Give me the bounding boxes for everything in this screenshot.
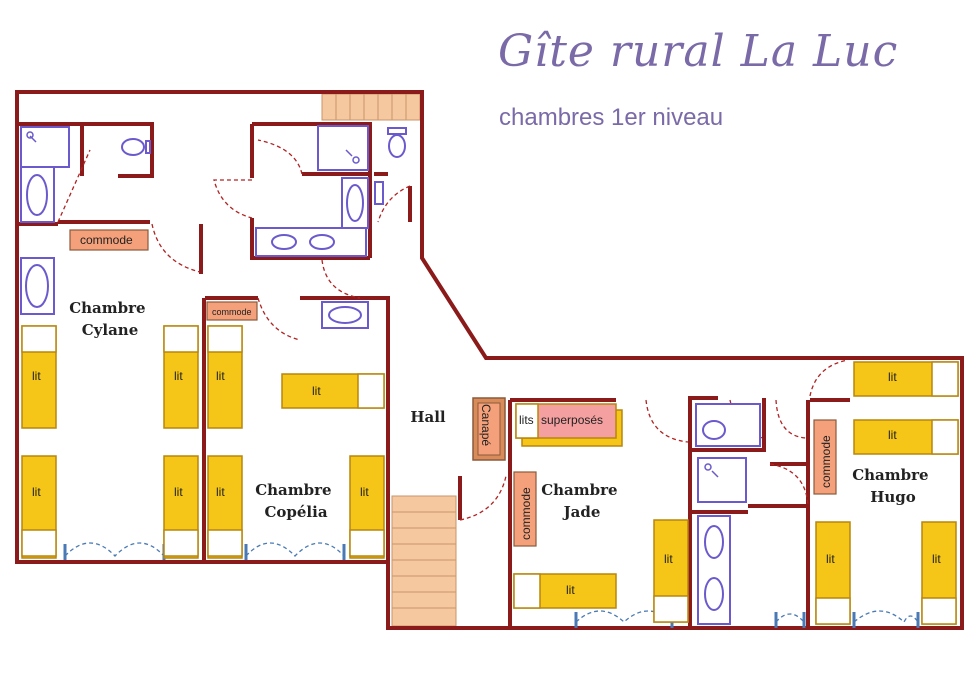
interior-walls [17,122,850,628]
commode-hugo: commode [813,419,837,495]
svg-text:lits superposés: lits superposés [519,413,603,427]
staircase-top [321,93,421,121]
bed-copelia-1: lit [207,325,243,429]
svg-text:commode: commode [519,487,533,540]
commode-copelia: commode [206,301,258,321]
svg-text:lit: lit [566,583,575,597]
room-names: Chambre Cylane Chambre Copélia Hall Cham… [69,299,934,521]
bed-cylane-3: lit [163,325,199,429]
room-name-hugo: Chambre Hugo [852,466,934,506]
svg-text:lit: lit [174,485,183,499]
doors [57,139,849,521]
bed-jade-3: lit [653,519,689,623]
room-name-cylane: Chambre Cylane [69,299,151,339]
sofa-hall: Canapé [472,397,506,461]
room-name-hall: Hall [410,408,446,426]
svg-text:lit: lit [216,369,225,383]
svg-text:lit: lit [32,485,41,499]
bed-copelia-2: lit [207,455,243,559]
svg-text:lit: lit [826,552,835,566]
dressers: commode commode commode commode [69,229,837,547]
bed-copelia-3: lit [281,373,385,409]
outer-wall [15,90,964,630]
svg-text:lit: lit [216,485,225,499]
bed-hugo-1: lit [853,361,959,397]
room-name-jade: Chambre Jade [541,481,623,521]
svg-text:Canapé: Canapé [479,404,493,446]
svg-text:commode: commode [819,435,833,488]
bed-copelia-4: lit [349,455,385,559]
bed-cylane-2: lit [21,455,57,559]
svg-text:lit: lit [664,552,673,566]
beds: lit lit lit lit lit [21,325,959,625]
bunk-bed-jade: lits superposés [515,403,623,447]
bathroom-fixtures [20,125,761,625]
bed-hugo-3: lit [815,521,851,625]
svg-text:lit: lit [32,369,41,383]
commode-jade: commode [513,471,537,547]
svg-text:commode: commode [212,307,252,317]
room-name-copelia: Chambre Copélia [255,481,337,521]
commode-cylane: commode [69,229,149,251]
svg-text:commode: commode [80,233,133,247]
page-title: Gîte rural La Luc [498,26,899,77]
bed-hugo-4: lit [921,521,957,625]
bed-hugo-2: lit [853,419,959,455]
page-subtitle: chambres 1er niveau [499,104,724,131]
svg-text:lit: lit [932,552,941,566]
bed-jade-2: lit [513,573,617,609]
svg-text:lit: lit [888,428,897,442]
svg-text:lit: lit [888,370,897,384]
svg-text:lit: lit [360,485,369,499]
staircase-bottom [391,495,457,627]
svg-text:lit: lit [312,384,321,398]
bed-cylane-1: lit [21,325,57,429]
svg-text:lit: lit [174,369,183,383]
bed-cylane-4: lit [163,455,199,559]
